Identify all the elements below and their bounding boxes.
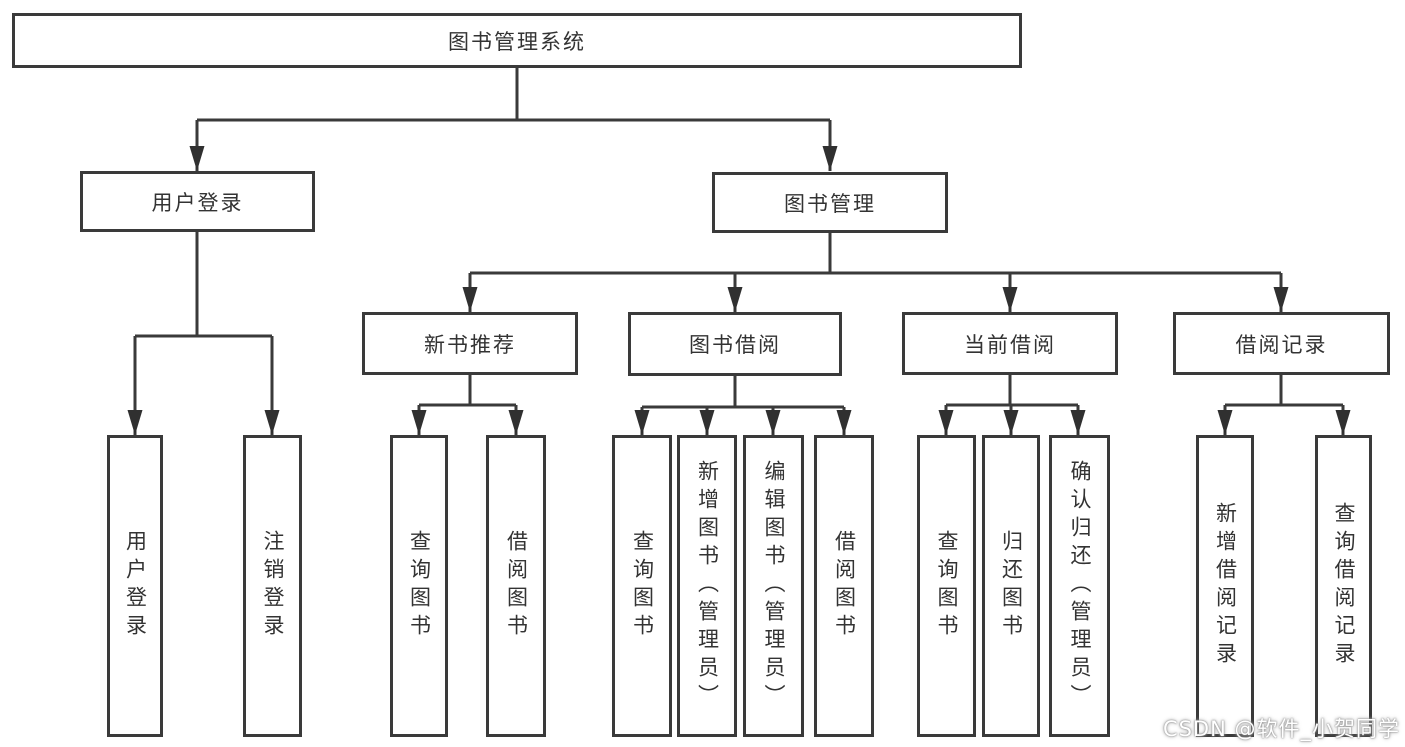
node-leaf-confirm-return-admin: 确认归还（管理员） bbox=[1049, 435, 1110, 737]
node-leaf-borrow-book-rec: 借阅图书 bbox=[486, 435, 546, 737]
node-label: 确认归还（管理员） bbox=[1068, 460, 1092, 712]
node-leaf-add-borrow-record: 新增借阅记录 bbox=[1196, 435, 1254, 737]
node-label: 新增借阅记录 bbox=[1213, 502, 1238, 670]
node-book-mgmt: 图书管理 bbox=[712, 172, 948, 233]
node-label: 归还图书 bbox=[999, 530, 1024, 642]
csdn-watermark: CSDN @软件_小贺同学 bbox=[1162, 717, 1400, 741]
node-leaf-borrow-book-borrow: 借阅图书 bbox=[814, 435, 874, 737]
node-label: 图书借阅 bbox=[689, 333, 781, 357]
node-label: 查询图书 bbox=[935, 530, 959, 642]
node-user-login: 用户登录 bbox=[80, 171, 315, 232]
node-leaf-query-borrow-record: 查询借阅记录 bbox=[1315, 435, 1372, 737]
node-leaf-query-book-borrow: 查询图书 bbox=[612, 435, 672, 737]
node-label: 注销登录 bbox=[261, 530, 285, 642]
node-current-borrow: 当前借阅 bbox=[902, 312, 1118, 375]
node-label: 借阅记录 bbox=[1235, 332, 1328, 357]
node-label: 图书管理 bbox=[784, 191, 876, 216]
connector-book-mgmt-children bbox=[462, 233, 1289, 312]
node-leaf-return-book: 归还图书 bbox=[982, 435, 1040, 737]
connector-root-to-level2 bbox=[189, 68, 838, 171]
node-root: 图书管理系统 bbox=[12, 13, 1022, 68]
connector-current-borrow-children bbox=[938, 375, 1086, 435]
node-label: 编辑图书（管理员） bbox=[762, 460, 786, 712]
node-new-book-rec: 新书推荐 bbox=[362, 312, 578, 375]
node-label: 查询图书 bbox=[407, 530, 432, 642]
node-label: 借阅图书 bbox=[504, 530, 529, 642]
connector-borrow-records-children bbox=[1217, 375, 1351, 435]
node-leaf-user-login: 用户登录 bbox=[107, 435, 163, 737]
node-leaf-query-book-current: 查询图书 bbox=[917, 435, 976, 737]
node-label: 查询图书 bbox=[630, 530, 655, 642]
node-label: 用户登录 bbox=[123, 530, 148, 642]
node-leaf-add-book-admin: 新增图书（管理员） bbox=[677, 435, 737, 737]
node-label: 用户登录 bbox=[151, 190, 244, 215]
node-label: 新书推荐 bbox=[424, 332, 516, 357]
node-label: 查询借阅记录 bbox=[1332, 502, 1356, 670]
node-borrow-records: 借阅记录 bbox=[1173, 312, 1390, 375]
node-book-borrow: 图书借阅 bbox=[628, 312, 842, 376]
node-leaf-logout: 注销登录 bbox=[243, 435, 302, 737]
connector-new-book-rec-children bbox=[411, 375, 524, 435]
node-leaf-edit-book-admin: 编辑图书（管理员） bbox=[743, 435, 804, 737]
node-label: 图书管理系统 bbox=[448, 29, 586, 54]
node-label: 新增图书（管理员） bbox=[695, 460, 720, 712]
node-label: 借阅图书 bbox=[832, 530, 857, 642]
node-label: 当前借阅 bbox=[964, 332, 1056, 357]
connector-user-login-children bbox=[127, 232, 280, 435]
node-leaf-query-book-rec: 查询图书 bbox=[390, 435, 448, 737]
connector-book-borrow-children bbox=[634, 376, 852, 435]
